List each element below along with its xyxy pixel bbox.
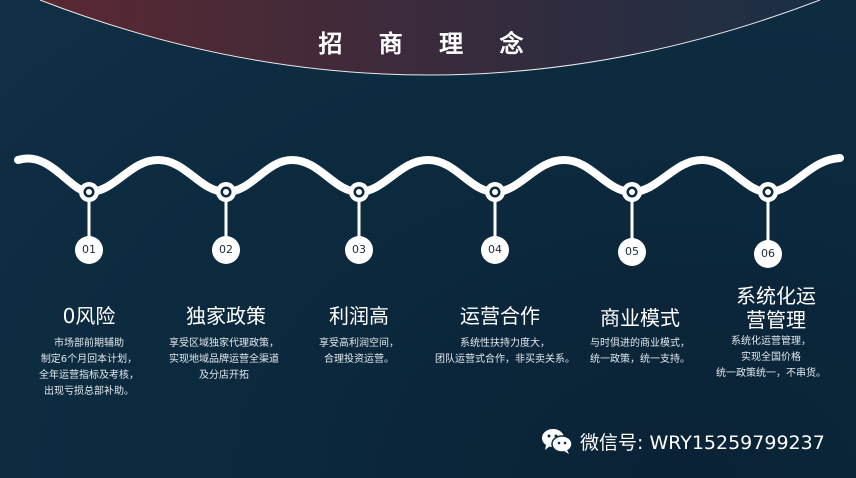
step-title-01: 0风险 [62,304,116,328]
step-node-06 [758,182,778,242]
wechat-watermark: 微信号: WRY15259799237 [540,424,825,458]
step-desc-01-line: 出现亏损总部补助。 [44,386,134,397]
step-number-02: 02 [212,236,240,264]
step-desc-01: 市场部前期辅助 制定6个月回本计划， 全年运营指标及考核， 出现亏损总部补助。 [14,336,164,400]
step-desc-06: 系统化运营管理， 实现全国价格 统一政策统一，不串货。 [696,334,846,382]
step-desc-01-line: 市场部前期辅助 [54,338,124,349]
step-desc-05: 与时俱进的商业模式， 统一政策，统一支持。 [565,336,715,368]
step-desc-01-line: 全年运营指标及考核， [39,370,139,381]
step-desc-02: 享受区域独家代理政策， 实现地域品牌运营全渠道 及分店开拓 [149,336,299,384]
step-node-04 [485,182,505,240]
step-node-05 [622,182,642,240]
step-desc-06-line: 统一政策统一，不串货。 [716,368,826,379]
step-number-05: 05 [618,238,646,266]
step-desc-03-line: 合理投资运营。 [324,354,394,365]
step-node-03 [349,182,369,240]
step-title-02: 独家政策 [186,304,266,328]
step-title-05: 商业模式 [600,306,680,330]
step-desc-03-line: 享受高利润空间， [319,338,399,349]
wechat-id-label: 微信号: WRY15259799237 [580,431,825,454]
header-arc [39,0,821,76]
step-desc-02-line: 实现地域品牌运营全渠道 [169,354,279,365]
wechat-icon [542,429,573,454]
step-desc-04: 系统性扶持力度大， 团队运营式合作，非买卖关系。 [420,336,590,368]
step-desc-01-line: 制定6个月回本计划， [40,354,138,365]
step-desc-05-line: 与时俱进的商业模式， [590,338,690,349]
step-number-06: 06 [754,240,782,268]
step-number-01: 01 [75,236,103,264]
step-number-04: 04 [481,236,509,264]
step-desc-02-line: 及分店开拓 [199,370,249,381]
step-title-06-line-1: 系统化运 [736,284,816,308]
step-title-06-line-2: 营管理 [746,308,806,332]
step-desc-06-line: 系统化运营管理， [731,336,811,347]
step-title-03: 利润高 [329,304,389,328]
step-node-01 [79,182,99,240]
step-desc-06-line: 实现全国价格 [741,352,801,363]
step-desc-04-line: 系统性扶持力度大， [460,338,550,349]
step-node-02 [216,182,236,240]
step-desc-04-line: 团队运营式合作，非买卖关系。 [435,354,575,365]
step-title-04: 运营合作 [460,304,540,328]
step-desc-02-line: 享受区域独家代理政策， [169,338,279,349]
step-title-06: 系统化运 营管理 [706,284,846,332]
step-desc-03: 享受高利润空间， 合理投资运营。 [284,336,434,368]
step-desc-05-line: 统一政策，统一支持。 [590,354,690,365]
page-title: 招 商 理 念 [318,30,538,58]
step-number-03: 03 [345,236,373,264]
